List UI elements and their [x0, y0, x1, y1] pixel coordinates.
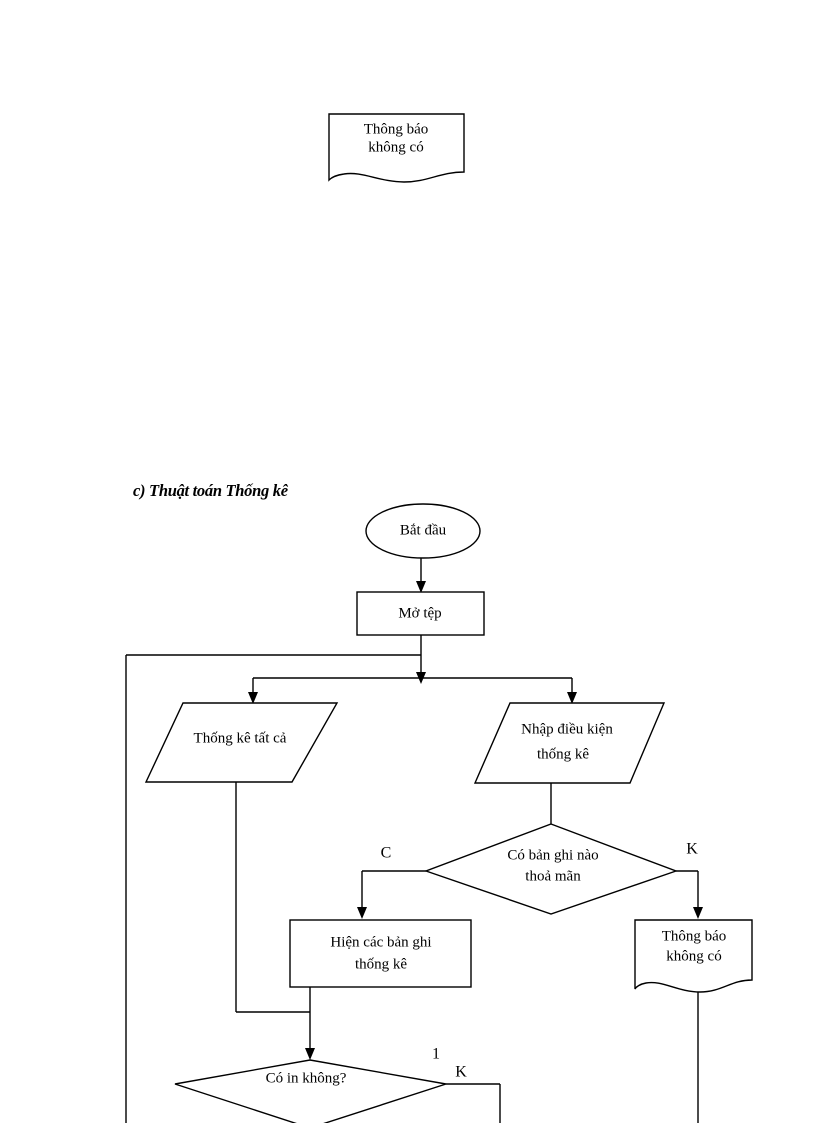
node-label-line2: không có: [666, 948, 721, 964]
edge-label-c-yes: C: [381, 845, 392, 862]
node-label-line1: Thông báo: [364, 121, 429, 137]
decision-shape-outline: [174, 1059, 447, 1123]
document-shape-outline: [328, 113, 465, 183]
node-mo-tep: Mở tệp: [356, 591, 485, 636]
arrowhead-icon: [357, 907, 367, 919]
node-label-line1: Thông báo: [662, 928, 727, 944]
node-label-line2: thống kê: [355, 956, 407, 972]
node-nhap-dieu-kien: Nhập điều kiện thống kê: [473, 702, 666, 784]
node-co-in-khong: Có in không?: [174, 1059, 447, 1123]
process-shape-outline: [289, 919, 472, 988]
connector-decision-no-branch: [676, 870, 703, 919]
connector-loop-return-left: [125, 654, 421, 1123]
node-thong-bao-khong-co-top: Thông báo không có: [328, 113, 465, 183]
node-label-line1: Mở tệp: [398, 605, 441, 621]
node-label-line1: Hiện các bản ghi: [330, 934, 431, 950]
node-hien-cac-ban-ghi: Hiện các bản ghi thống kê: [289, 919, 472, 988]
decision-shape-outline: [423, 823, 679, 915]
node-label-line1: Có in không?: [266, 1070, 347, 1086]
arrowhead-icon: [248, 692, 258, 704]
parallelogram-shape-outline: [144, 702, 339, 783]
node-label-line1: Bắt đầu: [400, 522, 447, 538]
node-label-line1: Nhập điều kiện: [521, 721, 613, 737]
node-label-line2: thống kê: [537, 746, 589, 762]
node-label-line1: Có bản ghi nào: [507, 847, 598, 863]
edge-label-connector-1: 1: [432, 1046, 440, 1063]
edge-label-k-no: K: [686, 841, 698, 858]
connector-split-bar: [248, 677, 577, 704]
ellipse-shape-outline: [365, 503, 481, 559]
connector-thong-ke-to-print-decision: [235, 782, 315, 1060]
node-label-line1: Thống kê tất cả: [194, 730, 287, 746]
node-label-line2: thoả mãn: [525, 868, 581, 884]
process-shape-outline: [356, 591, 485, 636]
connector-mo-tep-to-split: [416, 635, 426, 684]
parallelogram-shape-outline: [473, 702, 666, 784]
node-label-line2: không có: [368, 139, 423, 155]
node-thong-bao-khong-co: Thông báo không có: [634, 919, 753, 993]
document-shape-outline: [634, 919, 753, 993]
connector-decision-yes-branch: [357, 870, 426, 919]
node-thong-ke-tat-ca: Thống kê tất cả: [144, 702, 339, 783]
arrowhead-icon: [416, 581, 426, 593]
node-bat-dau: Bắt đầu: [365, 503, 481, 593]
edge-label-k-no-print: K: [455, 1064, 467, 1081]
arrowhead-icon: [305, 1048, 315, 1060]
section-heading: c) Thuật toán Thống kê: [133, 481, 288, 500]
arrowhead-icon: [567, 692, 577, 704]
connector-print-no-branch: [446, 1083, 501, 1123]
node-co-ban-ghi-nao: Có bản ghi nào thoả mãn: [423, 823, 679, 915]
arrowhead-icon: [693, 907, 703, 919]
